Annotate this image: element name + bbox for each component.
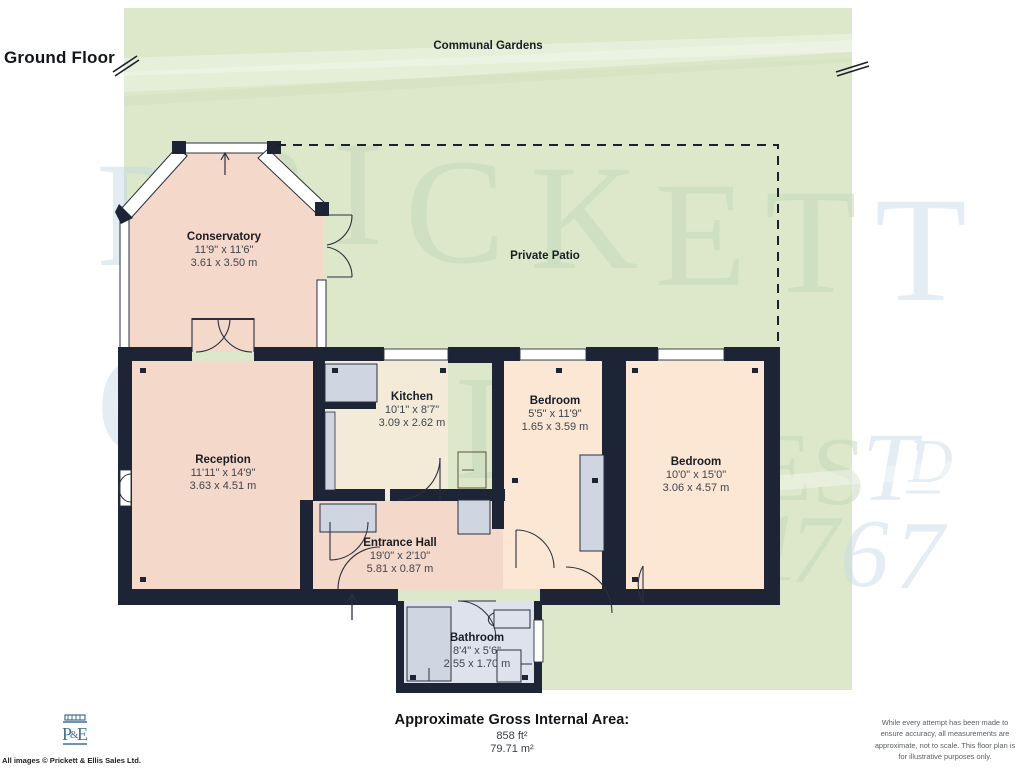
svg-text:T: T	[875, 167, 967, 333]
svg-text:I: I	[333, 111, 383, 277]
interior-partitions	[300, 347, 626, 590]
private-patio-boundary	[277, 144, 779, 347]
svg-text:T: T	[765, 159, 857, 325]
conservatory-internal-doors	[191, 317, 255, 353]
svg-text:&: &	[70, 729, 79, 741]
svg-text:P: P	[62, 724, 72, 744]
room-fill-bedroom-large	[625, 361, 764, 589]
garden-light-streaks	[124, 40, 852, 106]
svg-text:K: K	[530, 135, 638, 301]
gia-title: Approximate Gross Internal Area:	[394, 712, 630, 728]
svg-text:7: 7	[790, 496, 843, 604]
built-in-storage	[319, 363, 605, 552]
bathroom-structure	[396, 600, 544, 693]
window-left-reception	[118, 469, 132, 507]
svg-text:T: T	[862, 414, 923, 522]
page-title: Ground Floor	[4, 48, 115, 67]
interior-doors	[329, 457, 644, 620]
svg-text:6: 6	[840, 500, 889, 608]
brand-block: P & E	[0, 714, 150, 750]
room-fill-conservatory	[127, 150, 323, 352]
disclaimer-text: While every attempt has been made to ens…	[874, 718, 1016, 762]
glare-streak-2	[0, 28, 1024, 80]
brand-copyright: All images © Prickett & Ellis Sales Ltd.	[2, 756, 141, 765]
prickett-ellis-crest-icon: P & E	[62, 714, 88, 745]
gia-sqm: 79.71 m²	[490, 743, 534, 755]
room-fill-hall-west	[132, 500, 320, 589]
svg-text:D: D	[907, 428, 953, 496]
svg-text:7: 7	[895, 502, 948, 610]
gia-sqft: 858 ft²	[496, 730, 528, 742]
svg-text:E: E	[655, 152, 747, 318]
conservatory-glazing	[119, 142, 328, 354]
windows-top	[383, 348, 725, 361]
conservatory-side-doors	[326, 214, 353, 278]
svg-text:C: C	[405, 129, 505, 295]
conservatory-entry-arrow	[220, 151, 230, 175]
svg-text:S: S	[812, 418, 867, 526]
title-leader-line-right	[835, 61, 870, 77]
dimension-ticks	[140, 368, 758, 680]
title-leader-line	[112, 55, 140, 77]
gross-internal-area: Approximate Gross Internal Area: 858 ft²…	[0, 712, 1024, 755]
svg-text:E: E	[77, 724, 88, 744]
footer: Approximate Gross Internal Area: 858 ft²…	[0, 712, 1024, 768]
